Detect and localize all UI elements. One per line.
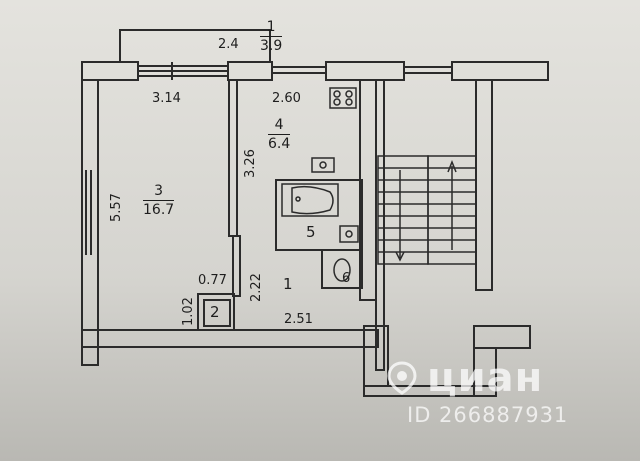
- room-3-label: 3 16.7: [143, 184, 175, 218]
- room-3-area: 16.7: [143, 202, 175, 218]
- fixtures: [281, 87, 359, 282]
- balcony-dimension: 2.4: [218, 37, 239, 52]
- balcony-outline: [119, 29, 271, 62]
- toilet-walls: [321, 249, 363, 289]
- room-1-area: 3.9: [260, 38, 283, 54]
- closet-walls: [197, 293, 235, 331]
- stairwell-left-wall: [375, 79, 385, 371]
- toilet-icon: [333, 258, 351, 282]
- stairwell-right-pier: [473, 325, 531, 349]
- room3-length-dimension: 5.57: [109, 193, 124, 222]
- top-wall-left-pier: [81, 61, 139, 81]
- washbasin-icon: [339, 225, 359, 243]
- closet-width-dimension: 0.77: [198, 273, 227, 288]
- kitchen-width-dimension: 2.60: [272, 91, 301, 106]
- top-window-kitchen: [272, 66, 326, 74]
- watermark-id: ID 266887931: [407, 403, 569, 427]
- hall-length-dimension: 2.22: [249, 273, 264, 302]
- watermark-brand-text: циан: [427, 355, 544, 401]
- room-6-number: 6: [342, 271, 351, 286]
- room-4-label: 4 6.4: [268, 118, 291, 152]
- closet-inner: [203, 299, 231, 327]
- room-1-number: 1: [260, 20, 283, 37]
- stairwell-lower-left: [363, 325, 389, 387]
- watermark-brand: циан: [385, 355, 568, 401]
- room-4-number: 4: [268, 118, 291, 135]
- top-window-room3: [138, 62, 228, 80]
- room-5-number: 5: [306, 223, 316, 241]
- cian-watermark: циан ID 266887931: [385, 355, 568, 427]
- closet-length-dimension: 1.02: [181, 297, 196, 326]
- left-window-room3: [85, 170, 92, 255]
- kitchen-length-dimension: 3.26: [243, 149, 258, 178]
- location-pin-icon: [387, 361, 417, 395]
- stairwell-right-wall: [475, 79, 493, 291]
- stairwell-bottom-wall: [363, 385, 497, 397]
- top-wall-right-pier: [325, 61, 405, 81]
- top-wall-stair-pier: [451, 61, 549, 81]
- room-3-number: 3: [143, 184, 175, 201]
- room-1-label: 1 3.9: [260, 20, 283, 54]
- room-4-area: 6.4: [268, 136, 291, 152]
- partition-room3-kitchen: [228, 79, 238, 237]
- top-wall-middle-pier: [227, 61, 273, 81]
- closet-2-number: 2: [210, 303, 220, 321]
- stove-icon: [329, 87, 357, 109]
- hall-1-number: 1: [283, 275, 293, 293]
- kitchen-sink-icon: [311, 157, 335, 173]
- bathtub-icon: [281, 183, 339, 217]
- partition-hall-left: [232, 235, 241, 297]
- bathroom-walls: [275, 179, 363, 251]
- bottom-wall: [81, 329, 379, 348]
- hall-width-dimension: 2.51: [284, 312, 313, 327]
- left-outer-wall: [81, 80, 99, 366]
- top-window-stairs: [404, 66, 452, 74]
- room3-width-dimension: 3.14: [152, 91, 181, 106]
- staircase: [377, 155, 477, 265]
